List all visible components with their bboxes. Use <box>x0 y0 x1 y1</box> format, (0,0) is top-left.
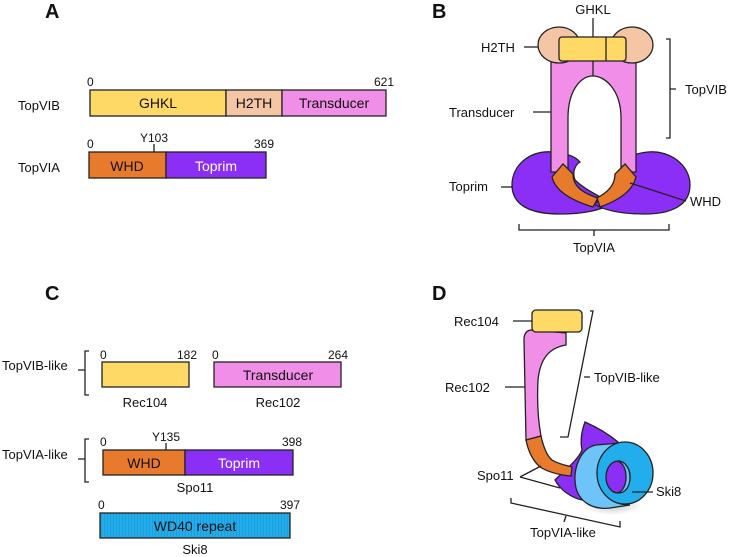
ski8-ring-inner <box>617 460 631 494</box>
site-label-y135: Y135 <box>152 430 180 444</box>
panel-label-c: C <box>45 283 59 305</box>
bracket-topvia <box>518 224 670 236</box>
domain-label-toprim: Toprim <box>195 158 237 174</box>
label-ski8: Ski8 <box>656 484 681 499</box>
label-rec102: Rec102 <box>445 380 490 395</box>
domain-label-whd: WHD <box>110 158 143 174</box>
start-label-spo11: 0 <box>100 435 107 449</box>
start-label-ski8: 0 <box>98 498 105 512</box>
end-label-topvia: 369 <box>254 137 274 151</box>
label-ghkl: GHKL <box>575 2 610 17</box>
spo11-whd <box>525 435 573 477</box>
label-h2th: H2TH <box>481 40 515 55</box>
site-label-y103: Y103 <box>140 131 168 145</box>
start-label-rec102: 0 <box>212 348 219 362</box>
rec104-box <box>531 309 583 333</box>
label-whd: WHD <box>690 194 721 209</box>
bracket-topvia-like-d <box>510 498 621 528</box>
bracket-topvib-like-d <box>560 310 594 438</box>
protein-name-ski8: Ski8 <box>182 542 207 557</box>
label-topvib: TopVIB <box>685 82 727 97</box>
panel-a: A TopVIB 0 621 GHKL H2TH Transducer TopV… <box>18 1 394 179</box>
bracket-topvib <box>666 38 676 139</box>
panel-d: D Rec104 Rec102 Spo11 Ski8 TopVIB-like T… <box>432 283 681 540</box>
label-transducer: Transducer <box>449 105 515 120</box>
domain-label-rec102-transducer: Transducer <box>243 367 314 383</box>
end-label-rec102: 264 <box>328 348 348 362</box>
end-label-topvib: 621 <box>374 75 394 89</box>
domain-label-spo11-whd: WHD <box>127 455 160 471</box>
domain-ghkl <box>89 89 227 117</box>
label-spo11: Spo11 <box>477 468 514 483</box>
label-topvia-like: TopVIA-like <box>530 525 596 540</box>
domain-h2th <box>225 89 283 117</box>
group-label-topvib-like: TopVIB-like <box>2 358 68 373</box>
panel-label-d: D <box>432 283 446 305</box>
group-label-topvia-like: TopVIA-like <box>2 447 68 462</box>
domain-toprim <box>165 151 267 179</box>
domain-rec102-transducer <box>213 361 342 388</box>
domain-transducer <box>281 89 387 117</box>
panel-c: C TopVIB-like TopVIA-like 0 182 Rec104 0… <box>2 283 348 557</box>
panel-b: B GHKL H2TH Transducer Toprim WHD TopVIB <box>432 1 727 255</box>
domain-label-transducer: Transducer <box>299 95 370 111</box>
protein-name-topvia: TopVIA <box>18 160 60 175</box>
protein-name-topvib: TopVIB <box>18 98 60 113</box>
protein-name-spo11: Spo11 <box>177 480 214 495</box>
panel-label-b: B <box>432 1 446 23</box>
protein-name-rec102: Rec102 <box>256 395 301 410</box>
transducer-arm <box>550 59 637 173</box>
end-label-ski8: 397 <box>280 498 300 512</box>
whd-right <box>596 163 637 208</box>
domain-rec104 <box>101 361 190 388</box>
label-topvib-like: TopVIB-like <box>594 370 660 385</box>
panel-label-a: A <box>45 1 59 23</box>
domain-label-ghkl: GHKL <box>139 95 177 111</box>
leader-whd <box>629 182 687 202</box>
leader-spo11 <box>519 465 561 489</box>
start-label-rec104: 0 <box>100 348 107 362</box>
domain-spo11-toprim <box>184 449 294 476</box>
rec102-arm <box>523 329 567 441</box>
end-label-rec104: 182 <box>177 348 197 362</box>
domain-ski8-wd40 <box>99 512 291 539</box>
start-label-topvib: 0 <box>87 75 94 89</box>
domain-label-spo11-toprim: Toprim <box>218 455 260 471</box>
domain-label-h2th: H2TH <box>236 95 273 111</box>
ghkl-dimer <box>558 36 627 62</box>
toprim-lobe-right <box>592 151 691 215</box>
domain-label-ski8-wd40: WD40 repeat <box>154 518 237 534</box>
bracket-topvib-like <box>78 350 89 396</box>
label-toprim: Toprim <box>449 179 488 194</box>
label-rec104: Rec104 <box>454 314 499 329</box>
start-label-topvia: 0 <box>87 137 94 151</box>
bracket-topvia-like <box>78 438 89 483</box>
domain-spo11-whd <box>102 449 186 476</box>
protein-name-rec104: Rec104 <box>123 395 168 410</box>
end-label-spo11: 398 <box>282 435 302 449</box>
label-topvia: TopVIA <box>573 240 615 255</box>
